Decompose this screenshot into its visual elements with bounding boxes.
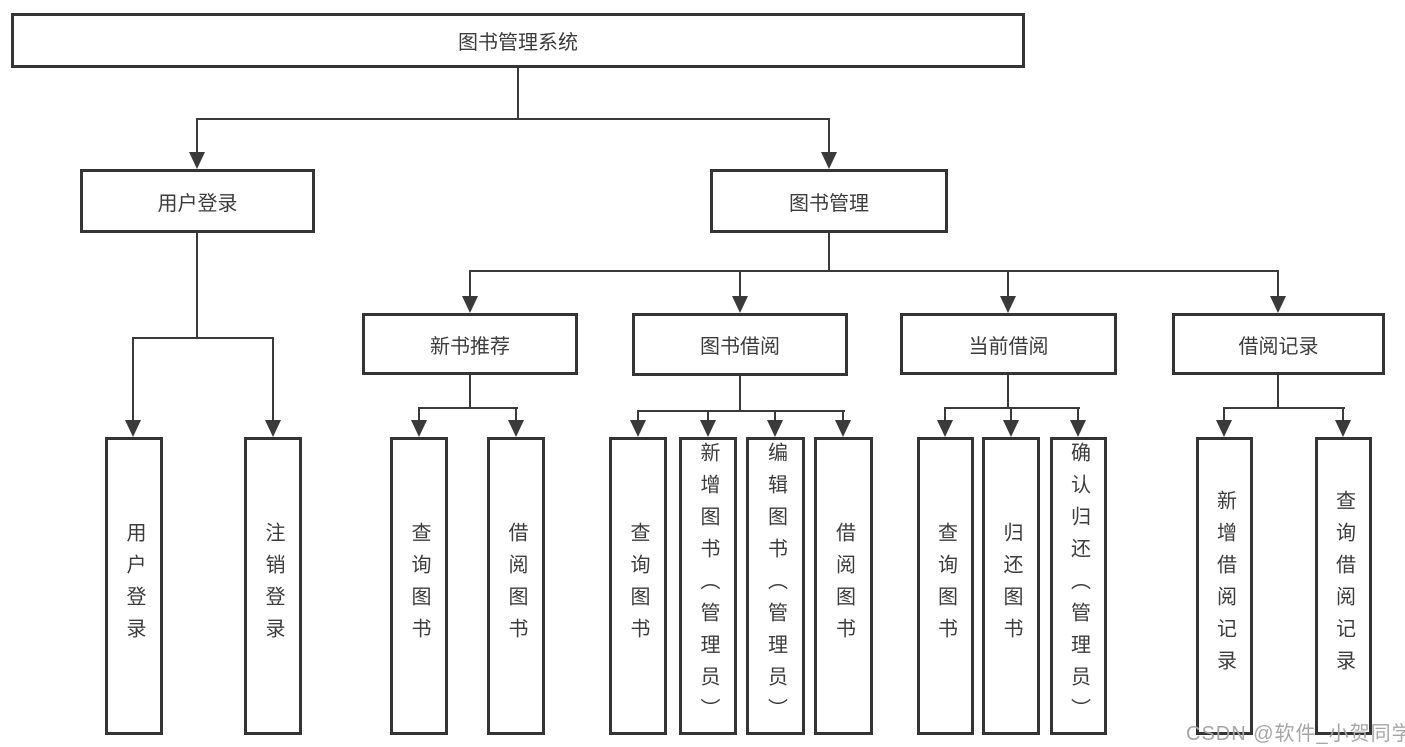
connector-line [196, 233, 198, 337]
node-leaf-query-books-borrowing-label: 查询图书 [627, 522, 649, 650]
node-user-login-label: 用户登录 [157, 192, 238, 215]
arrow-head [1070, 420, 1086, 437]
node-current-borrowing: 当前借阅 [900, 313, 1117, 375]
connector-line [196, 118, 830, 120]
arrow-head [767, 420, 783, 437]
connector-line [828, 118, 830, 154]
connector-line [515, 407, 517, 423]
node-leaf-borrow-books-recommend-label: 借阅图书 [505, 522, 527, 650]
connector-line [828, 233, 830, 272]
arrow-head [508, 420, 524, 437]
node-leaf-query-borrow-record-label: 查询借阅记录 [1332, 490, 1355, 682]
connector-line [469, 270, 1279, 272]
node-leaf-edit-books-admin: 编辑图书（管理员） [746, 437, 805, 735]
node-borrow-records-label: 借阅记录 [1238, 335, 1319, 358]
node-book-borrowing-label: 图书借阅 [700, 336, 780, 358]
node-book-borrowing: 图书借阅 [632, 313, 848, 376]
node-new-book-recommend-label: 新书推荐 [430, 335, 510, 358]
connector-line [1223, 407, 1345, 409]
arrow-head [265, 420, 281, 437]
arrow-head [1335, 420, 1351, 437]
connector-line [517, 68, 519, 118]
connector-line [1007, 375, 1009, 409]
arrow-head [700, 420, 716, 437]
node-leaf-edit-books-admin-label: 编辑图书（管理员） [764, 442, 787, 730]
node-leaf-confirm-return-admin: 确认归还（管理员） [1050, 437, 1107, 735]
node-leaf-query-books-recommend-label: 查询图书 [408, 522, 430, 650]
node-leaf-add-borrow-record: 新增借阅记录 [1196, 437, 1253, 735]
node-leaf-add-books-admin: 新增图书（管理员） [679, 437, 737, 735]
node-user-login: 用户登录 [80, 169, 315, 233]
connector-line [842, 410, 844, 423]
node-current-borrowing-label: 当前借阅 [968, 335, 1049, 358]
arrow-head [821, 152, 837, 169]
node-leaf-return-books: 归还图书 [982, 437, 1040, 735]
connector-line [272, 337, 274, 423]
connector-line [469, 375, 471, 409]
connector-line [1223, 407, 1225, 423]
connector-line [637, 410, 845, 412]
node-new-book-recommend: 新书推荐 [362, 313, 578, 375]
node-leaf-logout: 注销登录 [244, 437, 302, 735]
arrow-head [1216, 420, 1232, 437]
node-leaf-user-login-label: 用户登录 [123, 522, 145, 650]
connector-line [469, 270, 471, 299]
connector-line [418, 407, 518, 409]
connector-line [1277, 270, 1279, 299]
arrow-head [411, 420, 427, 437]
connector-line [196, 118, 198, 154]
node-leaf-user-login: 用户登录 [105, 437, 163, 735]
node-leaf-query-borrow-record: 查询借阅记录 [1315, 437, 1372, 735]
arrow-head [732, 296, 748, 313]
arrow-head [1003, 420, 1019, 437]
arrow-head [1270, 296, 1286, 313]
node-book-management: 图书管理 [710, 169, 948, 233]
node-leaf-query-books-current: 查询图书 [917, 437, 974, 735]
node-book-management-label: 图书管理 [789, 192, 869, 215]
watermark-text: CSDN @软件_小贺同学 [1186, 723, 1405, 745]
arrow-head [189, 152, 205, 169]
node-leaf-borrow-books-recommend: 借阅图书 [487, 437, 545, 735]
connector-line [418, 407, 420, 423]
connector-line [1277, 375, 1279, 409]
arrow-head [630, 420, 646, 437]
arrow-head [835, 420, 851, 437]
arrow-head [125, 420, 141, 437]
connector-line [132, 337, 134, 423]
node-leaf-logout-label: 注销登录 [262, 522, 284, 650]
node-leaf-query-books-current-label: 查询图书 [934, 522, 957, 650]
node-leaf-query-books-borrowing: 查询图书 [609, 437, 667, 735]
connector-line [739, 376, 741, 412]
connector-line [1342, 407, 1344, 423]
connector-line [1007, 270, 1009, 299]
arrow-head [1000, 296, 1016, 313]
arrow-head [462, 296, 478, 313]
node-library-system-label: 图书管理系统 [458, 32, 578, 54]
node-leaf-add-books-admin-label: 新增图书（管理员） [697, 442, 719, 730]
connector-line [707, 410, 709, 423]
connector-line [774, 410, 776, 423]
node-leaf-confirm-return-admin-label: 确认归还（管理员） [1067, 442, 1090, 730]
node-borrow-records: 借阅记录 [1172, 313, 1385, 375]
connector-line [1077, 407, 1079, 423]
connector-line [739, 270, 741, 299]
arrow-head [937, 420, 953, 437]
connector-line [944, 407, 1080, 409]
node-leaf-query-books-recommend: 查询图书 [390, 437, 448, 735]
connector-line [1010, 407, 1012, 423]
node-leaf-add-borrow-record-label: 新增借阅记录 [1213, 490, 1236, 682]
connector-line [944, 407, 946, 423]
node-leaf-return-books-label: 归还图书 [1000, 522, 1022, 650]
node-leaf-borrow-books: 借阅图书 [814, 437, 873, 735]
connector-line [132, 337, 274, 339]
connector-line [637, 410, 639, 423]
node-library-system: 图书管理系统 [11, 13, 1025, 68]
node-leaf-borrow-books-label: 借阅图书 [832, 522, 855, 650]
